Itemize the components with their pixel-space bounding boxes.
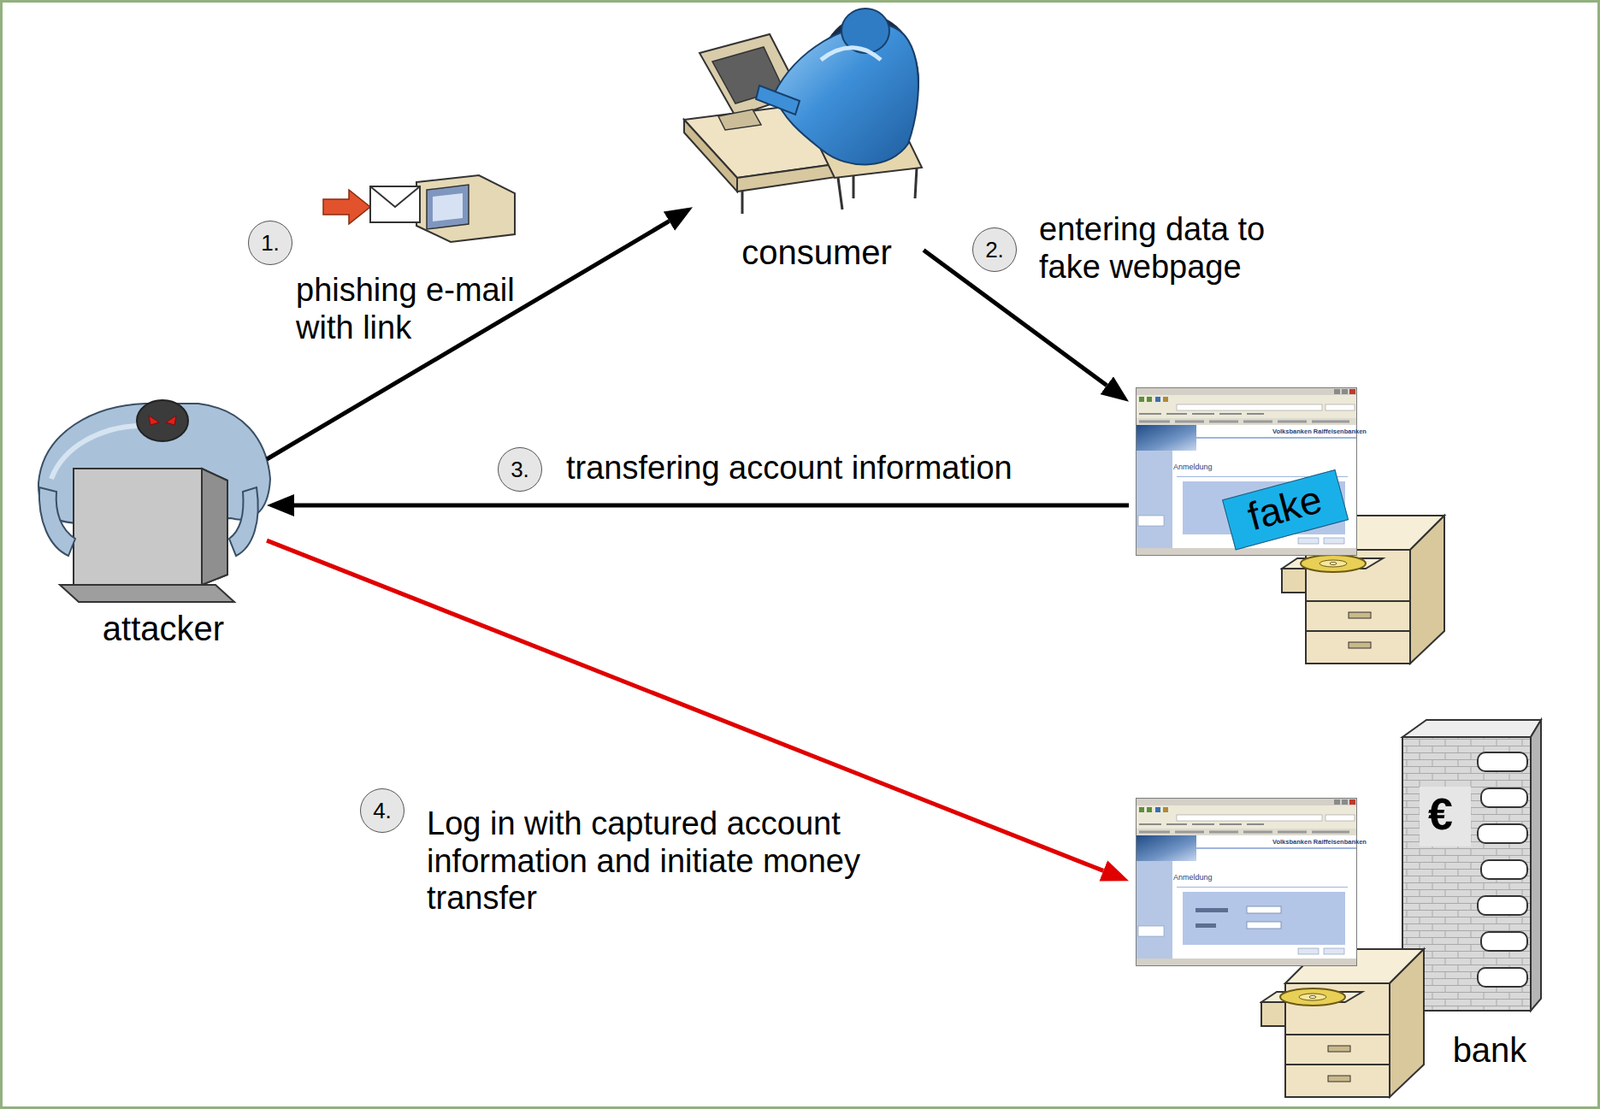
callout-number: 3. xyxy=(497,447,543,492)
phishing-arrow xyxy=(266,221,669,460)
edge-label-text: entering data to fake webpage xyxy=(1039,211,1265,285)
transfer-arrow xyxy=(294,502,1129,508)
edge-label: entering data to fake webpage xyxy=(1039,211,1313,286)
edge-label-text: phishing e-mail with link xyxy=(295,271,515,346)
bank-logo-text: Volksbanken Raiffeisenbanken xyxy=(1272,427,1367,436)
consumer-figure xyxy=(684,8,922,214)
mail-icon xyxy=(323,175,515,243)
euro-sign: € xyxy=(1428,788,1453,840)
bank-node: bank xyxy=(1128,716,1544,1102)
callout-number: 2. xyxy=(972,227,1017,272)
attacker-node: attacker xyxy=(25,397,267,655)
bank-server xyxy=(1136,798,1425,1099)
page-heading: Anmeldung xyxy=(1173,873,1213,882)
fake-server xyxy=(1136,388,1446,665)
edge-label-text: transfering account information xyxy=(566,449,1013,486)
node-label: bank xyxy=(1452,1030,1528,1070)
callout-number: 1. xyxy=(247,220,293,266)
callout-number: 4. xyxy=(360,788,405,833)
edge-label-text: Log in with captured account information… xyxy=(426,805,861,916)
bank-logo-text: Volksbanken Raiffeisenbanken xyxy=(1272,838,1367,846)
node-label: consumer xyxy=(741,232,892,272)
page-heading: Anmeldung xyxy=(1173,462,1213,472)
fake-webpage-node: fake xyxy=(1128,384,1454,668)
edge-label: Log in with captured account information… xyxy=(426,805,915,918)
attacker-figure xyxy=(38,400,271,603)
node-label: attacker xyxy=(102,608,225,649)
fake-sticker: fake xyxy=(1222,469,1349,550)
edge-label: transfering account information xyxy=(566,449,1013,488)
edge-label: phishing e-mail with link xyxy=(295,271,544,347)
consumer-node: consumer xyxy=(692,8,924,278)
